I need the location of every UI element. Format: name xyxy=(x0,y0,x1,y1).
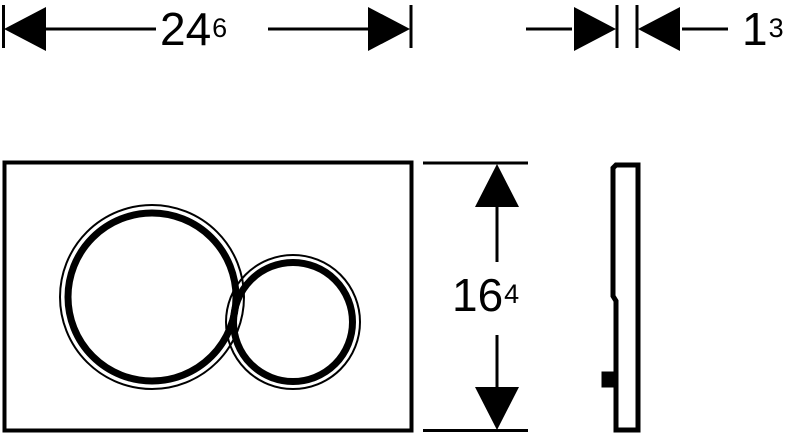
large-flush-button-outer-ring xyxy=(59,204,245,390)
height-dimension-value: 16 xyxy=(452,269,504,321)
height-top-arrowhead xyxy=(475,164,519,207)
height-bottom-arrowhead xyxy=(475,387,519,430)
height-dimension-label: 164 xyxy=(452,269,520,321)
depth-dimension-group xyxy=(526,5,728,51)
width-dimension-label: 246 xyxy=(160,3,228,55)
depth-right-arrowhead xyxy=(638,7,680,51)
small-flush-button-outer-ring xyxy=(225,254,361,390)
width-right-arrowhead xyxy=(368,7,410,51)
depth-dimension-value: 1 xyxy=(742,3,768,55)
height-dimension-group xyxy=(423,161,528,432)
front-view-group xyxy=(2,160,414,433)
depth-dimension-superscript: 3 xyxy=(768,12,784,43)
side-view-group xyxy=(601,162,641,433)
small-flush-button-inner-ring xyxy=(230,259,356,385)
side-profile-mounting-tab xyxy=(601,371,618,388)
width-dimension-superscript: 6 xyxy=(212,12,228,43)
height-dimension-superscript: 4 xyxy=(504,278,520,309)
depth-dimension-label: 13 xyxy=(742,3,784,55)
side-profile-outline xyxy=(610,162,641,433)
width-dimension-group xyxy=(2,5,413,51)
depth-left-arrowhead xyxy=(574,7,616,51)
width-left-arrowhead xyxy=(4,7,46,51)
width-dimension-value: 24 xyxy=(160,3,212,55)
